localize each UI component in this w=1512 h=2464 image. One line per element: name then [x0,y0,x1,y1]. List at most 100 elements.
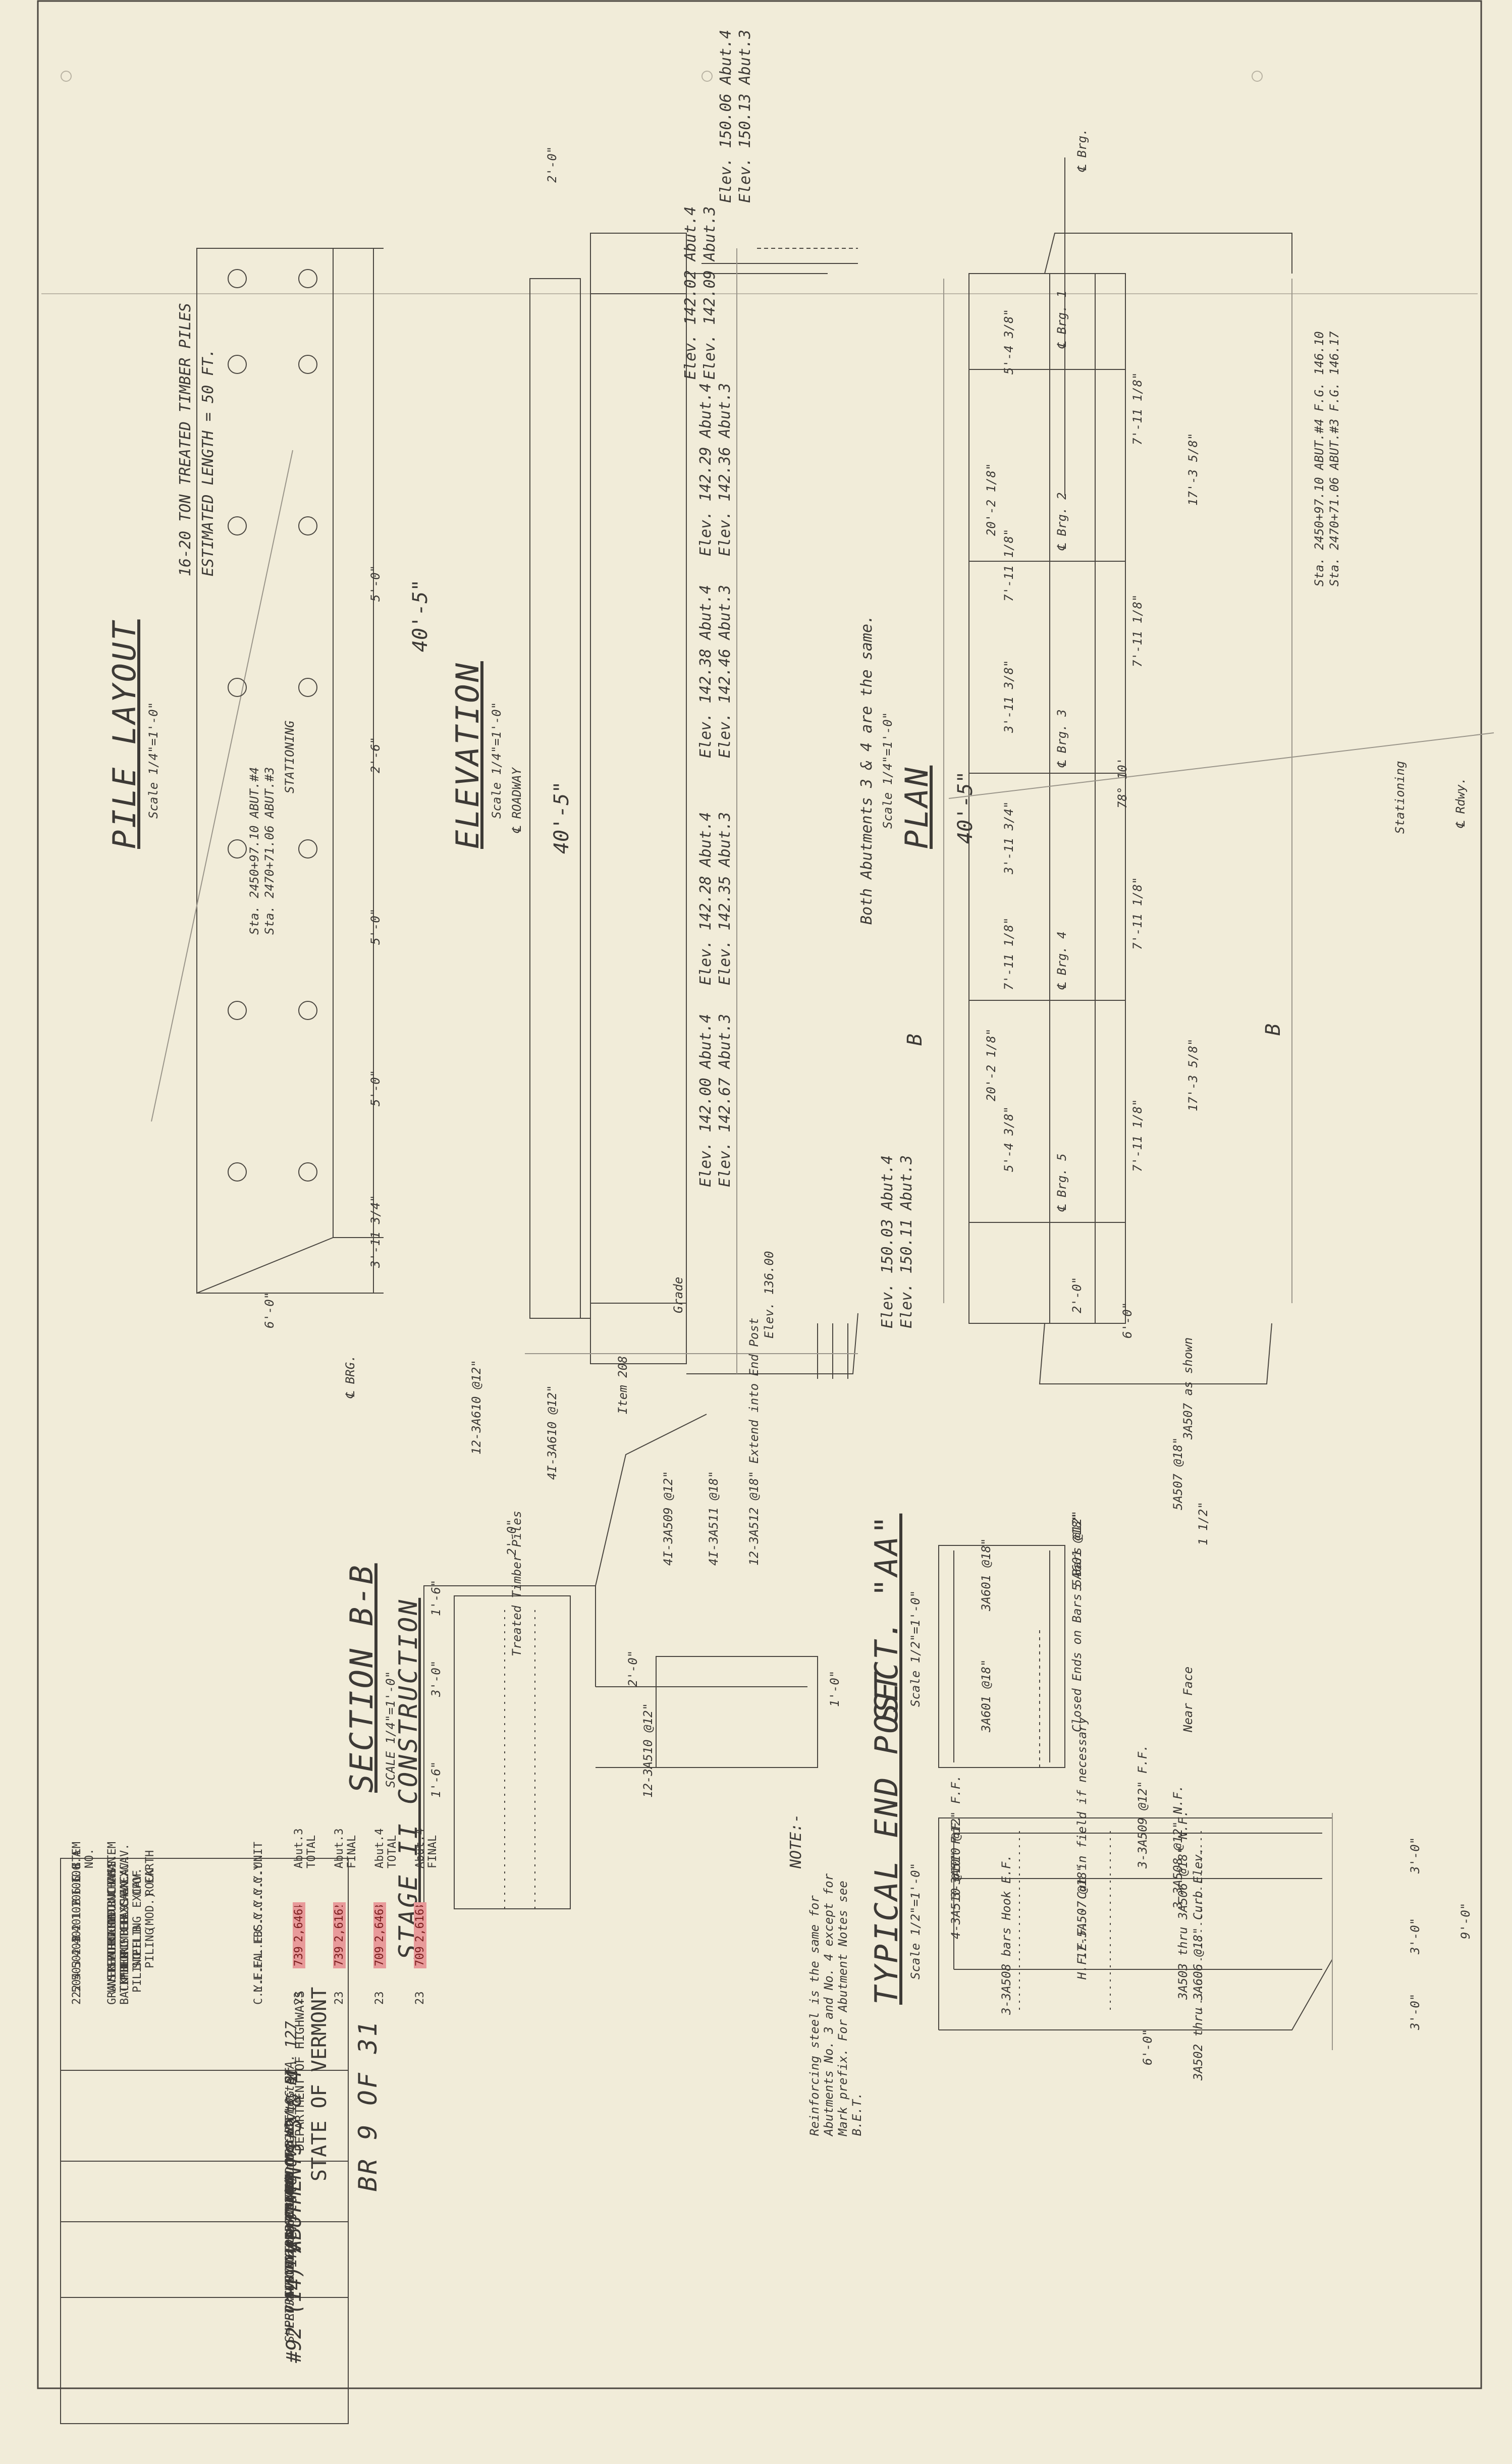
plan-sta-2: Sta. 2470+71.06 ABUT.#3 F.G. 146.17 [1327,331,1341,586]
bb-dim: 1'-0" [828,1670,842,1707]
quantity-cell: 2,646 [293,1906,305,1944]
bb-label: Item 208 [616,1356,630,1414]
ep-label: 3-3A509 @12" F.F. [1136,1744,1150,1868]
pile-bottom-dim: 6'-0" [262,1292,277,1328]
quantity-cell: 2,616 [333,1906,346,1944]
aa-label: 3A601 @18" [979,1659,993,1733]
plan-left-dim: 5'-4 3/8" [1002,308,1016,374]
pile-cl-brg: ℄ BRG. [343,1355,357,1399]
aa-label: Closed Ends on Bars 5A601 @18" [1070,1513,1084,1732]
ep-label: 3-3A508 bars Hook E.F. [999,1854,1013,2015]
quantity-cell: 709 [373,1944,386,1968]
quantity-cell: 23 [333,1991,346,2005]
bb-label: 4I-3A509 @12" [661,1471,675,1566]
section-aa-scale: Scale 1/2"=1'-0" [908,1590,923,1707]
end-post-scale: Scale 1/2"=1'-0" [908,1862,923,1979]
pile-layout-scale: Scale 1/4"=1'-0" [146,702,160,819]
bb-label: 4I-3A511 @18" [707,1471,721,1566]
plan-overall: 40'-5" [954,771,977,844]
pile-overall-dim: 40'-5" [409,579,432,653]
pile-sta-1: Sta. 2450+97.10 ABUT.#4 [247,767,261,935]
quantity-cell: 2,646 [373,1906,386,1944]
pile-stationing: STATIONING [283,720,297,794]
bb-dim: 2'-0" [505,1519,519,1556]
aa-label: Near Face [1181,1666,1195,1732]
plan-mid-1: 20'-2 1/8" [984,463,998,537]
quantity-cell: 222 [71,1985,83,2005]
state-label: STATE OF VERMONT [308,1987,331,2181]
quantity-header-cell: Abut.4 FINAL [414,1828,439,1868]
plan-left-dim: 3'-11 3/8" [1002,660,1016,733]
ep-dim: 3'-0" [1408,1993,1422,2030]
plan-brg-4: ℄ Brg. 4 [1055,931,1069,990]
elevation-top-dim: 2'-0" [545,146,559,183]
plan-scale: Scale 1/4"=1'-0" [881,712,895,829]
plan-skew: 78° 10' [1115,757,1129,809]
quantity-cell: C.Y. [252,1978,265,2005]
plan-title: PLAN [898,765,935,849]
plan-cl-roadway: ℄ Rdwy. [1453,777,1468,829]
plan-note: Both Abutments 3 & 4 are the same. [858,614,876,925]
pile-dim: 3'-11 3/4" [368,1195,383,1268]
aa-label: 3A507 as shown [1181,1337,1195,1439]
plan-right-dim: 7'-11 1/8" [1130,1099,1145,1172]
aa-label: 5A507 @18" [1171,1437,1185,1511]
ep-dim: 3'-0" [1408,1837,1422,1873]
plan-sta-1: Sta. 2450+97.10 ABUT.#4 F.G. 146.10 [1312,331,1326,586]
quantity-cell: 23 [414,1991,426,2005]
plan-bottom-dim: 6'-0" [1120,1302,1135,1338]
plan-brg-1: ℄ Brg. 1 [1055,290,1069,349]
plan-section-mark: B [903,1033,927,1046]
quantity-cell: 23 [293,1991,305,2005]
plan-left-dim: 3'-11 3/4" [1002,801,1016,875]
plan-stationing: Stationing [1393,761,1407,834]
elevation-title: ELEVATION [449,661,486,849]
quantity-header-cell: Abut.3 TOTAL [293,1828,318,1868]
ep-label: 4-3A510 @10" F.F. [949,1815,963,1939]
bb-label: 12-3A512 @18" Extend into End Post [747,1317,761,1566]
quantity-cell: 709 [414,1944,426,1968]
plan-span-2: 17'-3 5/8" [1186,1038,1200,1112]
quantity-cell: 23 [373,1991,386,2005]
ep-label: 3A502 thru 3A606 @18" Curb Elev. [1191,1847,1205,2080]
plan-left-dim: 7'-11 1/8" [1002,917,1016,991]
plan-left-dim: 7'-11 1/8" [1002,528,1016,602]
aa-label: 1 1/2" [1196,1502,1210,1545]
pile-dim: 5'-0" [368,908,383,945]
plan-bottom-dim: 2'-0" [1070,1276,1084,1313]
bridge-number: BR 9 OF 31 [353,2019,383,2191]
handwritten-note: #92 (14) V [283,2241,306,2363]
elevation-cl-road: ℄ ROADWAY [510,767,524,834]
elevation-grade: Grade [671,1276,685,1313]
plan-brg-3: ℄ Brg. 3 [1055,709,1069,768]
ep-dim: 6'-0" [1141,2028,1155,2065]
ep-label: H.F.E.F. - Cut in field if necessary [1075,1717,1089,1979]
pile-sta-2: Sta. 2470+71.06 ABUT.#3 [262,767,277,935]
aa-label: 3A601 @18" [979,1538,993,1612]
ep-label: 3A503 thru 3A506 @18" N.F. [1176,1810,1190,2000]
ep-dim: 9'-0" [1459,1902,1473,1939]
pile-dim: 2'-6" [368,736,383,773]
section-bb-title: SECTION B-B [343,1563,380,1793]
elevation-scale: Scale 1/4"=1'-0" [490,702,504,819]
bb-dim: 2'-0" [626,1650,640,1687]
plan-mid-2: 20'-2 1/8" [984,1028,998,1102]
elevation-overall: 40'-5" [550,781,573,854]
ep-dim: 3'-0" [1408,1917,1422,1954]
quantity-cell: GRAVEL BACKFILL [106,1951,131,2005]
quantity-cell: 739 [333,1944,346,1968]
quantity-cell: 2,616 [414,1906,426,1944]
bb-dim: 1'-6" [429,1579,443,1616]
pile-layout-title: PILE LAYOUT [106,619,143,849]
plan-cl-brg: ℄ Brg. [1075,128,1089,173]
pile-dim: 5'-0" [368,565,383,602]
quantity-header-cell: Abut.4 TOTAL [373,1828,399,1868]
